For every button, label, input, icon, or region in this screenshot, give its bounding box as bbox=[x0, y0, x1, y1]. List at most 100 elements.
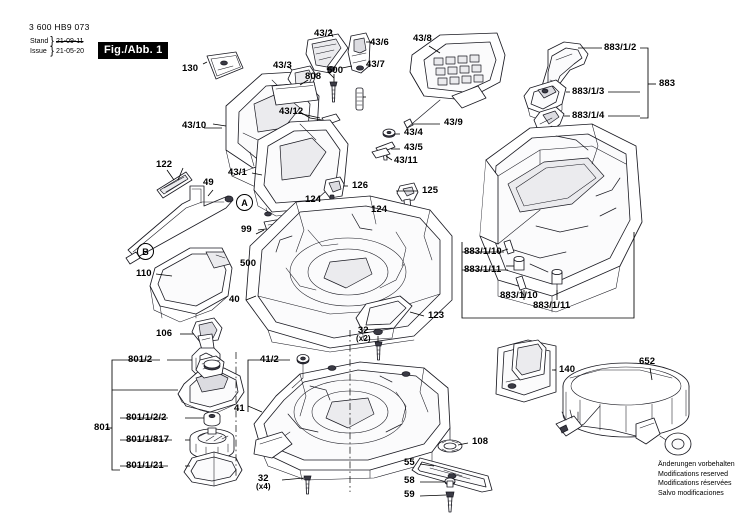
callout-40: 40 bbox=[229, 294, 240, 305]
callout-123: 123 bbox=[428, 310, 445, 321]
callout-801-2: 801/2 bbox=[128, 354, 153, 365]
part-43-8-vent-panel bbox=[409, 32, 506, 109]
callout-49: 49 bbox=[203, 177, 214, 188]
callout-43-11: 43/11 bbox=[394, 155, 418, 166]
part-32-screw-x2 bbox=[374, 341, 383, 361]
callout-883-1-10-b: 883/1/10 bbox=[500, 290, 538, 301]
part-883-1-11-bush-a bbox=[513, 255, 525, 271]
callout-801-1-2-2: 801/1/2/2 bbox=[126, 412, 167, 423]
bracket-883 bbox=[640, 47, 649, 119]
part-126-clip bbox=[323, 176, 345, 199]
callout-801-1-21: 801/1/21 bbox=[126, 460, 164, 471]
part-123-cover bbox=[355, 295, 413, 341]
callout-883-1-3: 883/1/3 bbox=[572, 86, 605, 97]
callout-126: 126 bbox=[352, 180, 369, 191]
part-801-1-817-impeller bbox=[189, 427, 235, 460]
callout-32-x4-label: 32 bbox=[257, 473, 269, 484]
part-883-1-10-pin-a bbox=[503, 239, 515, 255]
callout-140: 140 bbox=[559, 364, 576, 375]
revision-issue-date: 21-05-20 bbox=[55, 47, 85, 55]
callout-43-3: 43/3 bbox=[273, 60, 292, 71]
callout-106: 106 bbox=[156, 328, 173, 339]
part-43-2-rail bbox=[305, 33, 349, 74]
callout-130: 130 bbox=[182, 63, 199, 74]
part-43-7-pin bbox=[355, 87, 364, 111]
revision-block: Stand } 21-09-11 Issue } 21-05-20 bbox=[29, 35, 85, 57]
callout-43-10: 43/10 bbox=[182, 120, 207, 131]
part-43-11-clip bbox=[371, 147, 391, 159]
callout-32-x2-qty: (x2) bbox=[356, 333, 371, 343]
callout-883-1-10-a: 883/1/10 bbox=[464, 246, 502, 257]
callout-32-x4-qty: (x4) bbox=[256, 481, 271, 491]
part-883-1-10-pin-b bbox=[515, 275, 527, 297]
part-55-blade bbox=[411, 457, 493, 493]
callout-43-8: 43/8 bbox=[413, 33, 432, 44]
part-grassbox-assembly-right bbox=[479, 123, 643, 313]
part-808-label bbox=[271, 81, 319, 106]
part-59-bolt bbox=[445, 491, 455, 513]
callout-43-1: 43/1 bbox=[228, 167, 247, 178]
callout-124-right: 124 bbox=[371, 204, 388, 215]
document-part-number: 3 600 HB9 073 bbox=[29, 22, 90, 32]
callout-41: 41 bbox=[234, 403, 245, 414]
callout-808: 808 bbox=[305, 71, 322, 82]
part-41-2-nut bbox=[291, 354, 310, 389]
part-801-motor-assembly bbox=[177, 355, 245, 415]
callout-122: 122 bbox=[156, 159, 173, 170]
legal-line-es: Salvo modificaciones bbox=[658, 489, 724, 497]
legal-line-en: Modifications reserved bbox=[658, 470, 729, 478]
callout-125: 125 bbox=[422, 185, 439, 196]
callout-801: 801 bbox=[94, 422, 111, 433]
callout-652: 652 bbox=[639, 356, 656, 367]
callout-43-2: 43/2 bbox=[314, 28, 333, 39]
part-122-bar bbox=[156, 171, 193, 199]
figure-badge: Fig./Abb. 1 bbox=[98, 42, 169, 59]
part-43-9-pin bbox=[403, 99, 441, 129]
part-40-main-chassis bbox=[245, 195, 453, 353]
callout-41-2: 41/2 bbox=[260, 354, 279, 365]
callout-500-top: 500 bbox=[327, 65, 344, 76]
part-110-deflector bbox=[149, 247, 233, 323]
revision-issue-label: Issue bbox=[30, 47, 47, 55]
bracket-41 bbox=[247, 359, 254, 412]
legal-line-de: Änderungen vorbehalten bbox=[658, 461, 735, 468]
part-43-4-washer bbox=[382, 128, 396, 138]
callout-108: 108 bbox=[472, 436, 489, 447]
part-43-6-bracket bbox=[347, 32, 371, 74]
bracket-801 bbox=[111, 359, 120, 471]
part-652-power-cord bbox=[555, 362, 692, 456]
part-500-screw-top bbox=[329, 81, 338, 103]
reference-marker-b: B bbox=[137, 243, 154, 260]
callout-883-1-4: 883/1/4 bbox=[572, 110, 605, 121]
revision-stand-old-date: 21-09-11 bbox=[55, 38, 84, 45]
callout-58: 58 bbox=[404, 475, 415, 486]
legal-disclaimer: Änderungen vorbehalten Modifications res… bbox=[658, 460, 735, 498]
callout-883: 883 bbox=[659, 78, 676, 89]
brace-top: } bbox=[50, 35, 54, 47]
callout-124-left: 124 bbox=[305, 194, 322, 205]
part-32-screw-x4 bbox=[303, 475, 312, 495]
group-box-883-lower bbox=[461, 232, 635, 319]
legal-line-fr: Modifications réservées bbox=[658, 480, 732, 487]
callout-883-1-2: 883/1/2 bbox=[604, 42, 637, 53]
callout-500-mid: 500 bbox=[240, 258, 257, 269]
callout-32-x4-group: 32 (x4) bbox=[256, 474, 271, 491]
callout-43-7: 43/7 bbox=[366, 59, 385, 70]
part-130-cover-plate bbox=[206, 51, 244, 80]
callout-99: 99 bbox=[241, 224, 252, 235]
part-49-handle-frame bbox=[125, 185, 234, 265]
reference-marker-a: A bbox=[236, 194, 253, 211]
callout-43-6: 43/6 bbox=[370, 37, 389, 48]
part-108-fan-washer bbox=[437, 427, 463, 453]
callout-883-1-11-b: 883/1/11 bbox=[533, 300, 571, 311]
callout-43-12: 43/12 bbox=[279, 106, 304, 117]
callout-801-1-817: 801/1/817 bbox=[126, 434, 170, 445]
callout-43-5: 43/5 bbox=[404, 142, 423, 153]
callout-32-x2-label: 32 bbox=[357, 325, 369, 336]
callout-883-1-11-a: 883/1/11 bbox=[464, 264, 502, 275]
part-140-carry-handle bbox=[495, 339, 557, 403]
callout-43-9: 43/9 bbox=[444, 117, 463, 128]
brace-bottom: } bbox=[50, 44, 54, 57]
